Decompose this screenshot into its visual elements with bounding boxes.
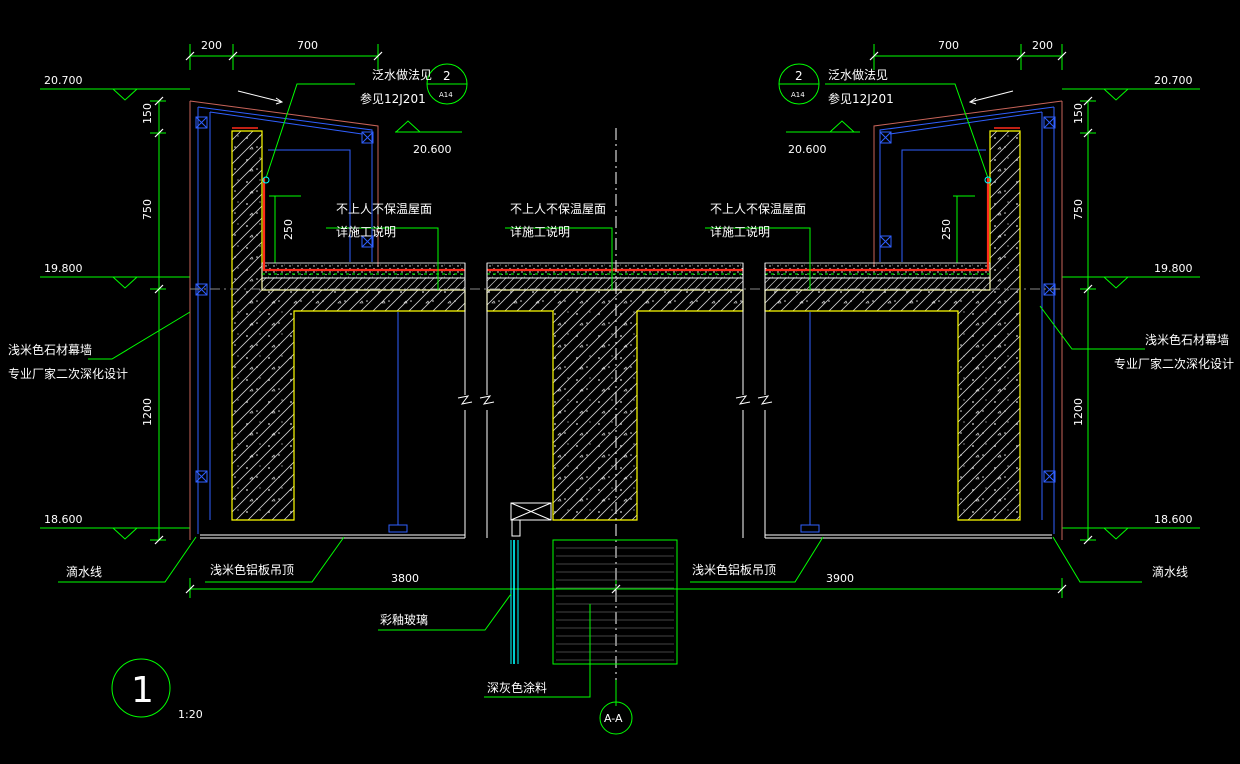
dim-750-left: 750: [141, 199, 154, 220]
dim-3800: 3800: [391, 572, 419, 585]
note-roof-3-line-2: 详施工说明: [710, 224, 770, 239]
concrete-structure: [231, 130, 1021, 521]
elevation-19800-left: 19.800: [44, 262, 83, 275]
note-stone-left-1: 浅米色石材幕墙: [8, 343, 92, 357]
elevation-19800-right: 19.800: [1154, 262, 1193, 275]
dim-250-left: 250: [282, 219, 295, 240]
dim-200-top-right: 200: [1032, 39, 1053, 52]
drawing-number: 1: [131, 670, 154, 711]
dim-200-top-left: 200: [201, 39, 222, 52]
glass-and-paint: [510, 539, 678, 665]
note-glass: 彩釉玻璃: [380, 612, 428, 627]
note-drip-right: 滴水线: [1152, 564, 1188, 579]
note-ceiling-right: 浅米色铝板吊顶: [692, 562, 776, 577]
detail-left-sheet: A14: [439, 91, 453, 99]
elevation-18600-left: 18.600: [44, 513, 83, 526]
dim-250-right: 250: [940, 219, 953, 240]
paint-texture: [556, 547, 674, 661]
note-flashing-right-2: 参见12J201: [828, 91, 894, 106]
note-flashing-left-2: 参见12J201: [360, 91, 426, 106]
note-roof-1-line-2: 详施工说明: [336, 224, 396, 239]
dim-150-left: 150: [141, 103, 154, 124]
elevation-20600-left: 20.600: [413, 143, 452, 156]
note-flashing-left-1: 泛水做法见: [372, 67, 432, 82]
drawing-scale: 1:20: [178, 708, 203, 721]
arrow-marks: [237, 90, 1014, 184]
note-paint: 深灰色涂料: [487, 680, 547, 695]
dim-700-top-right: 700: [938, 39, 959, 52]
elevation-18600-right: 18.600: [1154, 513, 1193, 526]
note-stone-right-1: 浅米色石材幕墙: [1145, 333, 1229, 347]
dim-150-right: 150: [1072, 103, 1085, 124]
elevation-20600-right: 20.600: [788, 143, 827, 156]
section-mark: A-A: [604, 712, 623, 725]
leader-lines: [58, 83, 1145, 706]
support-frames: [197, 106, 1055, 534]
dimension-lines: [40, 44, 1200, 598]
note-stone-right-2: 专业厂家二次深化设计: [1114, 356, 1234, 371]
dim-750-right: 750: [1072, 199, 1085, 220]
stone-cladding: [189, 100, 1063, 540]
dim-700-top-left: 700: [297, 39, 318, 52]
note-ceiling-left: 浅米色铝板吊顶: [210, 562, 294, 577]
note-stone-left-2: 专业厂家二次深化设计: [8, 366, 128, 381]
note-roof-2-line-1: 不上人不保温屋面: [510, 202, 606, 216]
dimension-ticks: [154, 51, 1093, 594]
note-flashing-right-1: 泛水做法见: [828, 67, 888, 82]
outline: [190, 263, 1062, 539]
waterproofing: [232, 127, 1020, 272]
detail-right-number: 2: [795, 69, 803, 83]
elevation-markers: [112, 88, 1129, 540]
note-drip-left: 滴水线: [66, 564, 102, 579]
detail-callouts: [111, 63, 820, 735]
elevation-20700-right: 20.700: [1154, 74, 1193, 87]
dim-1200-left: 1200: [141, 398, 154, 426]
note-roof-1-line-1: 不上人不保温屋面: [336, 202, 432, 216]
dim-3900: 3900: [826, 572, 854, 585]
detail-right-sheet: A14: [791, 91, 805, 99]
note-roof-2-line-2: 详施工说明: [510, 224, 570, 239]
detail-left-number: 2: [443, 69, 451, 83]
note-roof-3-line-1: 不上人不保温屋面: [710, 202, 806, 216]
dim-1200-right: 1200: [1072, 398, 1085, 426]
roof-layers: [261, 262, 991, 291]
elevation-20700-left: 20.700: [44, 74, 83, 87]
